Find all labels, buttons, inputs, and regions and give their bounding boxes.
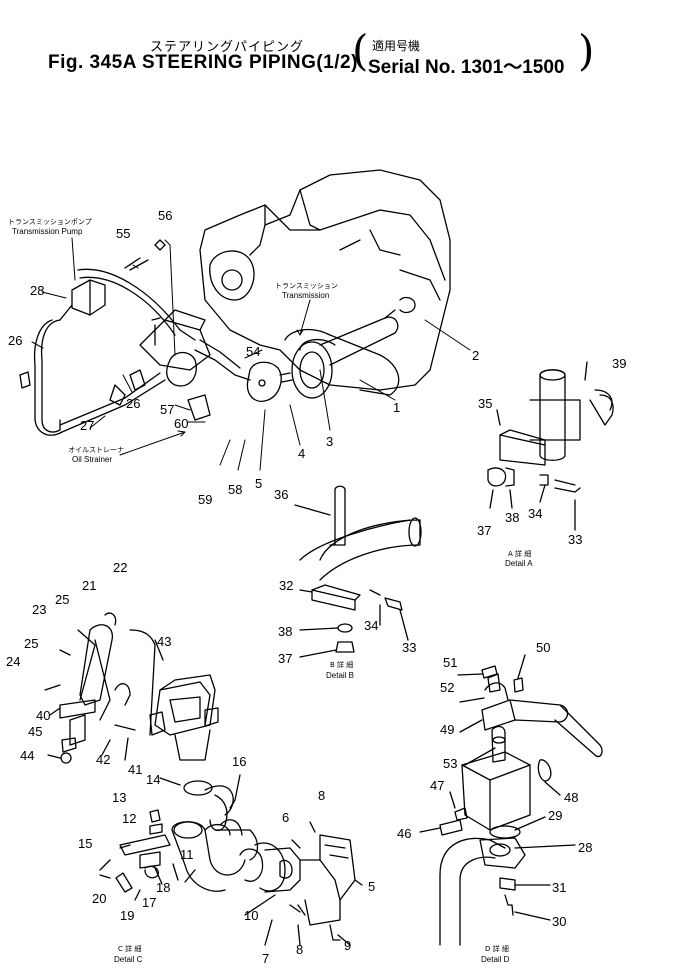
part-number: 60 (174, 416, 188, 431)
part-number: 42 (96, 752, 110, 767)
pump-piping-assembly (19, 239, 293, 436)
part-number: 34 (528, 506, 542, 521)
part-number: 35 (478, 396, 492, 411)
part-number: 4 (298, 446, 305, 461)
part-number: 59 (198, 492, 212, 507)
part-number: 17 (142, 895, 156, 910)
transmission-label: Transmission (282, 291, 329, 300)
title-japanese: ステアリングパイピング (150, 40, 305, 55)
transmission-label-jp: トランスミッション (275, 282, 338, 290)
part-number: 25 (24, 636, 38, 651)
part-number: 23 (32, 602, 46, 617)
transmission-housing (199, 169, 451, 399)
part-number: 52 (440, 680, 454, 695)
part-number: 24 (6, 654, 20, 669)
part-number: 5 (368, 879, 375, 894)
part-number: 7 (262, 951, 269, 966)
part-number: 15 (78, 836, 92, 851)
part-number: 41 (128, 762, 142, 777)
part-number: 48 (564, 790, 578, 805)
part-number: 8 (318, 788, 325, 803)
part-number: 50 (536, 640, 550, 655)
part-number: 57 (160, 402, 174, 417)
oil-strainer-label-jp: オイルストレーナ (68, 446, 124, 454)
part-number: 39 (612, 356, 626, 371)
part-number: 11 (180, 847, 194, 862)
detail-c-lower (99, 774, 363, 946)
part-number: 49 (440, 722, 454, 737)
part-number: 58 (228, 482, 242, 497)
part-number: 29 (548, 808, 562, 823)
close-paren-glyph: ) (578, 26, 595, 75)
detail-b-label-jp: B 詳 細 (330, 660, 353, 669)
page-title: Fig. 345A STEERING PIPING(1/2) (48, 52, 358, 73)
detail-b-label: Detail B (326, 671, 354, 680)
part-number: 46 (397, 826, 411, 841)
open-paren-glyph: ( (352, 26, 369, 75)
part-number: 28 (578, 840, 592, 855)
part-number: 14 (146, 772, 160, 787)
part-number: 53 (443, 756, 457, 771)
part-number: 33 (568, 532, 582, 547)
detail-a-label-jp: A 詳 細 (508, 549, 531, 558)
part-number: 37 (278, 651, 292, 666)
part-number: 8 (296, 942, 303, 957)
part-number: 12 (122, 811, 136, 826)
part-number: 44 (20, 748, 34, 763)
detail-d-label-jp: D 詳 細 (485, 944, 509, 953)
part-number: 36 (274, 487, 288, 502)
part-number: 30 (552, 914, 566, 929)
part-number: 22 (113, 560, 127, 575)
part-number: 54 (246, 344, 260, 359)
part-number: 19 (120, 908, 134, 923)
part-number: 32 (279, 578, 293, 593)
part-number: 9 (344, 938, 351, 953)
part-number: 10 (244, 908, 258, 923)
part-number: 31 (552, 880, 566, 895)
part-number: 56 (158, 208, 172, 223)
detail-c-upper (44, 612, 219, 764)
transmission-pump-label-jp: トランスミッションポンプ (8, 218, 92, 226)
detail-b-drawing (294, 485, 422, 658)
part-number: 33 (402, 640, 416, 655)
part-number: 20 (92, 891, 106, 906)
detail-c-label-jp: C 詳 細 (118, 944, 141, 953)
part-number: 16 (232, 754, 246, 769)
part-number: 55 (116, 226, 130, 241)
part-number: 38 (505, 510, 519, 525)
part-number: 26 (8, 333, 22, 348)
oil-strainer-label: Oil Strainer (72, 455, 112, 464)
detail-a-drawing (487, 361, 614, 531)
part-number: 40 (36, 708, 50, 723)
detail-a-label: Detail A (505, 559, 533, 568)
part-number: 2 (472, 348, 479, 363)
part-number: 6 (282, 810, 289, 825)
serial-range: Serial No. 1301～1500 (368, 57, 565, 78)
part-number: 37 (477, 523, 491, 538)
part-number: 3 (326, 434, 333, 449)
part-number: 45 (28, 724, 42, 739)
serial-label-japanese: 適用号機 (372, 39, 421, 53)
part-number: 18 (156, 880, 170, 895)
leader-lines-main (31, 237, 471, 471)
detail-c-label: Detail C (114, 955, 143, 964)
part-number: 21 (82, 578, 96, 593)
detail-d-label: Detail D (481, 955, 510, 964)
part-number: 26 (126, 396, 140, 411)
part-number: 13 (112, 790, 126, 805)
part-number: 51 (443, 655, 457, 670)
part-number: 27 (80, 418, 94, 433)
transmission-pump-label: Transmission Pump (12, 227, 83, 236)
detail-d-drawing (419, 654, 603, 946)
part-number: 38 (278, 624, 292, 639)
part-number: 47 (430, 778, 444, 793)
part-number: 43 (157, 634, 171, 649)
part-number: 5 (255, 476, 262, 491)
part-number: 28 (30, 283, 44, 298)
part-number: 34 (364, 618, 378, 633)
part-number: 25 (55, 592, 69, 607)
part-number: 1 (393, 400, 400, 415)
